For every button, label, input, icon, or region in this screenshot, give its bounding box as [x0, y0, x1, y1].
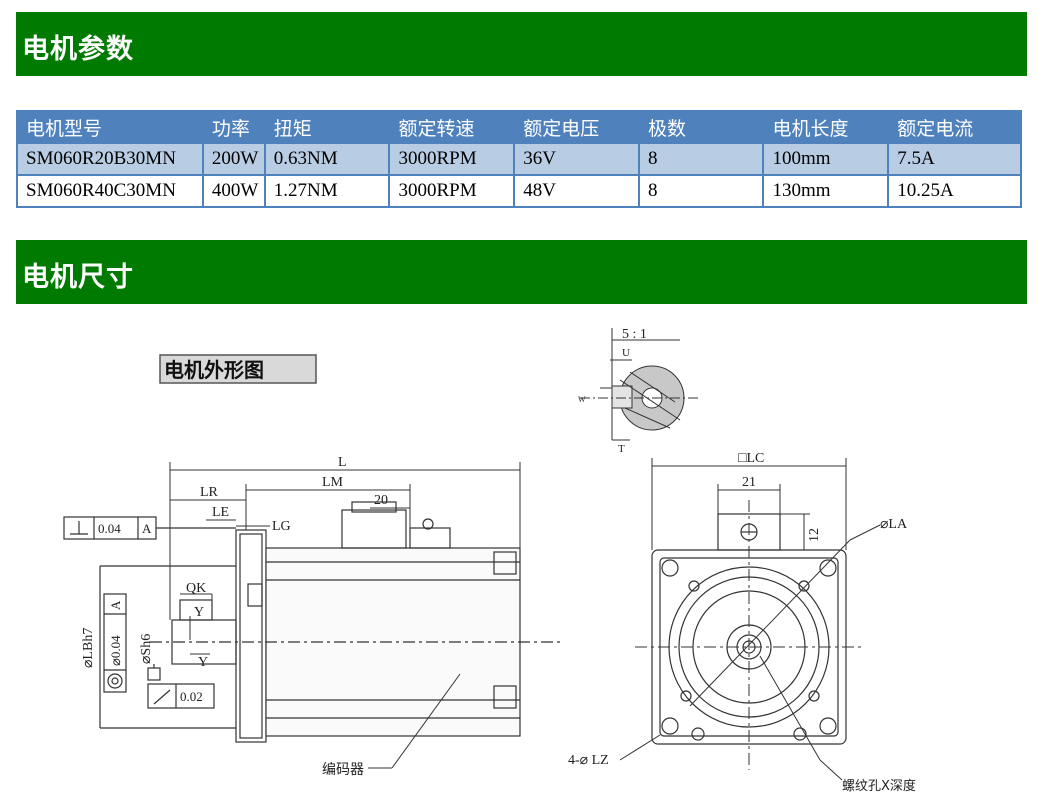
conc-tolerance: ⌀0.04	[108, 635, 123, 666]
dim-label-12: 12	[807, 528, 822, 542]
table-cell: 8	[637, 142, 765, 176]
table-cell: 100mm	[762, 142, 890, 176]
table-header-cell: 电机长度	[762, 110, 890, 144]
table-header-cell: 极数	[637, 110, 765, 144]
section-header-dims: 电机尺寸	[16, 240, 1027, 304]
encoder-leader	[391, 673, 461, 769]
dim-label-y-top: Y	[194, 605, 204, 620]
motor-front-view	[635, 500, 865, 770]
dim-label-y-bottom: Y	[198, 655, 208, 670]
dim-label-lm: LM	[322, 475, 344, 490]
dim-label-w: W	[578, 395, 586, 404]
table-cell: 130mm	[762, 174, 890, 208]
dim-label-lz: 4-⌀ LZ	[568, 753, 609, 768]
conc-datum: A	[108, 600, 123, 610]
table-header-cell: 电机型号	[16, 110, 204, 144]
section-title-dims: 电机尺寸	[22, 262, 134, 293]
dim-label-sh6: ⌀Sh6	[139, 634, 154, 664]
perp-tolerance: 0.04	[98, 521, 121, 536]
table-header-cell: 额定转速	[388, 110, 516, 144]
table-cell: 200W	[201, 142, 266, 176]
table-cell: SM060R20B30MN	[16, 142, 204, 176]
runout-frame	[147, 664, 215, 709]
section-header-params: 电机参数	[16, 12, 1027, 76]
dim-label-20: 20	[374, 493, 388, 508]
table-row: SM060R40C30MN 400W 1.27NM 3000RPM 48V 8 …	[16, 174, 1022, 208]
table-cell: 48V	[513, 174, 640, 208]
dim-label-lbh7: ⌀LBh7	[81, 628, 96, 668]
table-cell: SM060R40C30MN	[16, 174, 204, 208]
table-cell: 3000RPM	[388, 174, 516, 208]
perpendicularity-frame	[63, 516, 236, 540]
dim-label-lg: LG	[272, 519, 291, 534]
dim-label-l: L	[338, 455, 347, 470]
dim-label-t: T	[618, 443, 625, 455]
caption-box	[159, 354, 317, 384]
dim-label-u: U	[622, 347, 630, 359]
keyway-detail	[580, 328, 700, 441]
drawing-caption: 电机外形图	[164, 358, 264, 382]
table-cell: 7.5A	[887, 142, 1022, 176]
side-dimension-lines	[169, 462, 521, 655]
spec-table: 电机型号 功率 扭矩 额定转速 额定电压 极数 电机长度 额定电流 SM060R…	[16, 110, 1022, 208]
dim-label-la: ⌀LA	[880, 517, 908, 532]
front-dimension-lines	[619, 458, 881, 781]
scale-label: 5 : 1	[622, 327, 647, 342]
dim-label-qk: QK	[186, 581, 206, 596]
table-cell: 400W	[201, 174, 266, 208]
table-header-cell: 额定电压	[513, 110, 640, 144]
motor-side-view	[99, 501, 560, 743]
table-header-row: 电机型号 功率 扭矩 额定转速 额定电压 极数 电机长度 额定电流	[16, 110, 1022, 144]
perp-datum: A	[142, 521, 152, 536]
table-cell: 36V	[513, 142, 640, 176]
table-cell: 1.27NM	[263, 174, 391, 208]
dim-label-lr: LR	[200, 485, 219, 500]
table-header-cell: 扭矩	[263, 110, 391, 144]
table-header-cell: 功率	[201, 110, 266, 144]
thread-label: 螺纹孔X深度	[842, 778, 916, 794]
table-cell: 8	[637, 174, 765, 208]
table-cell: 10.25A	[887, 174, 1022, 208]
section-title-params: 电机参数	[22, 34, 134, 65]
dim-label-21: 21	[742, 475, 756, 490]
dim-label-lc: □LC	[738, 451, 764, 466]
table-header-cell: 额定电流	[887, 110, 1022, 144]
table-cell: 3000RPM	[388, 142, 516, 176]
table-row: SM060R20B30MN 200W 0.63NM 3000RPM 36V 8 …	[16, 142, 1022, 176]
table-cell: 0.63NM	[263, 142, 391, 176]
dim-label-le: LE	[212, 505, 229, 520]
runout-tolerance: 0.02	[180, 689, 203, 704]
encoder-label: 编码器	[322, 762, 364, 778]
concentricity-frame	[103, 593, 127, 693]
